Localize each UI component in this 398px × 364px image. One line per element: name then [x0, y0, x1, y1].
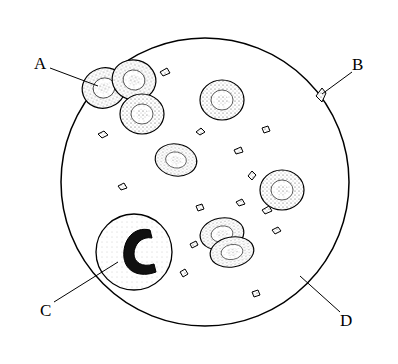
platelets	[98, 68, 326, 297]
callout-letter: D	[340, 312, 352, 329]
callout-letter: A	[34, 55, 46, 72]
leader-lines	[50, 68, 352, 312]
callout-letter: B	[352, 56, 363, 73]
callout-letter: C	[40, 302, 51, 319]
white-blood-cell	[96, 214, 172, 290]
microscope-field	[61, 38, 349, 326]
